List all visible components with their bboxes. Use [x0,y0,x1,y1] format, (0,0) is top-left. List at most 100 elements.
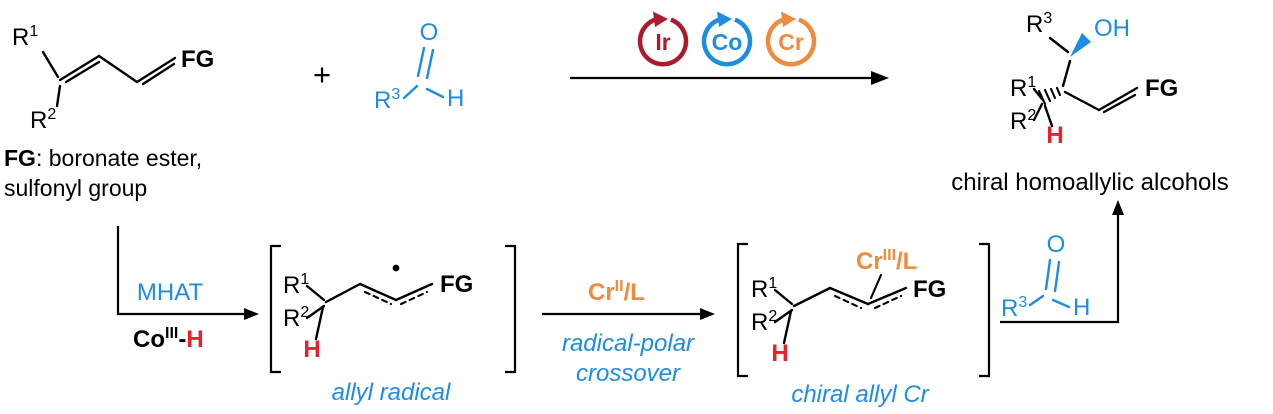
carbonyl-double-bond-a [1044,258,1052,291]
bond-r1 [773,288,794,306]
bond-r3 [402,84,419,100]
aldehyde-reactant: O R3 H [374,19,464,114]
oh-label: OH [1094,15,1130,42]
fg-label: FG [1145,75,1178,102]
r2-label: R2 [751,308,777,336]
partial-bond-dash-a [363,290,393,306]
partial-bond-dash-a [833,294,863,310]
crossover-step: CrII/L radical-polar crossover [542,278,715,387]
allyl-bond-a [358,282,398,302]
o-label: O [420,19,439,46]
bond-cr [869,273,883,300]
legend-line-2: sulfonyl group [4,175,147,201]
ir-cycle-arc [637,17,689,67]
bond-h [425,87,445,99]
alkene-double-bond-b [1102,93,1137,114]
crossover-caption-line-2: crossover [576,360,681,387]
double-bond-1a [58,54,101,82]
alkene-double-bond-a [1097,86,1139,112]
allyl-bond-b [866,286,908,306]
carbonyl-double-bond-b [425,48,435,80]
allyl-radical-caption: allyl radical [332,379,451,406]
allyl-bond-b [394,282,434,302]
catalytic-cycles: Ir Co Cr [637,11,817,67]
bond-r2 [305,304,326,320]
mhat-step: MHAT CoIII-H [116,226,259,353]
r2-label: R2 [283,304,309,332]
bond-r2 [1032,102,1044,122]
bond-h [1051,298,1071,309]
fg-label: FG [181,46,214,73]
allyl-radical-intermediate: R1 R2 H FG allyl radical [269,244,517,406]
crossover-caption-line-1: radical-polar [562,330,695,357]
fg-label: FG [913,276,946,303]
product-caption: chiral homoallylic alcohols [951,169,1228,196]
h-label: H [1046,122,1063,149]
arrowhead [1112,200,1124,215]
bond [97,54,139,84]
cr-cycle-arrowhead [781,11,796,27]
hash-bond-2 [1049,87,1057,100]
h-label: H [1073,294,1090,321]
double-bond-1b [64,60,101,84]
bond-h [314,305,325,341]
ir-cycle-arrowhead [653,11,668,27]
r3-label: R3 [374,86,400,114]
h-label: H [771,340,788,367]
co-label: Co [712,29,743,55]
left-bracket [269,244,281,374]
r1-label: R1 [12,23,38,51]
double-bond-2a [135,56,177,84]
mhat-label: MHAT [137,279,204,306]
co-cycle-arc [701,17,753,67]
arrow-shaft [1000,213,1120,324]
legend-line-1: FG: boronate ester, [4,145,202,171]
carbonyl-double-bond-a [416,46,426,78]
hash-bond-3 [1043,88,1052,103]
o-label: O [1047,231,1066,258]
bond-h [1043,104,1054,128]
radical-dot [392,264,400,272]
right-bracket [979,242,991,378]
aldehyde-addition-step: O R3 H [1000,200,1124,324]
fg-label: FG [440,271,473,298]
arrow-shaft [116,226,247,316]
chiral-allyl-cr-intermediate: R1 R2 CrIII/L H FG chiral allyl Cr [736,242,991,408]
bond-h [782,309,793,345]
bond [324,282,362,304]
co-cycle-arrowhead [717,11,732,27]
ir-label: Ir [655,29,670,55]
left-bracket [736,242,748,378]
bond-r3 [1028,294,1045,307]
chromium-reagent-label: CrII/L [588,278,645,306]
cr-cycle: Cr [765,11,817,67]
product-structure: R3 OH R1 R2 H FG [1010,10,1178,149]
hash-bond-1 [1055,86,1062,97]
allyl-bond-a [828,286,870,306]
cobalt-hydride-label: CoIII-H [133,325,204,353]
bond-r1 [41,50,60,79]
ir-cycle: Ir [637,11,689,67]
bond-r3 [1048,36,1070,54]
cr-label: Cr [778,29,804,55]
h-label: H [303,336,320,363]
fg-legend: FG: boronate ester, sulfonyl group [4,145,202,201]
chiral-allyl-cr-caption: chiral allyl Cr [791,381,929,408]
r1-label: R1 [1010,74,1036,102]
chromium-label: CrIII/L [856,247,917,275]
partial-bond-dash-b [873,294,903,310]
bond-r1 [305,284,326,302]
cr-cycle-arc [765,17,817,67]
right-bracket [505,244,517,374]
carbonyl-double-bond-b [1053,260,1061,293]
co-cycle: Co [701,11,753,67]
r1-label: R1 [283,271,309,299]
plus-sign: + [313,57,331,92]
diene-reactant: R1 R2 FG [12,23,214,134]
r1-label: R1 [751,275,777,303]
arrowhead [700,308,715,320]
wedge-bond-oh [1070,33,1091,57]
r2-label: R2 [30,106,56,134]
